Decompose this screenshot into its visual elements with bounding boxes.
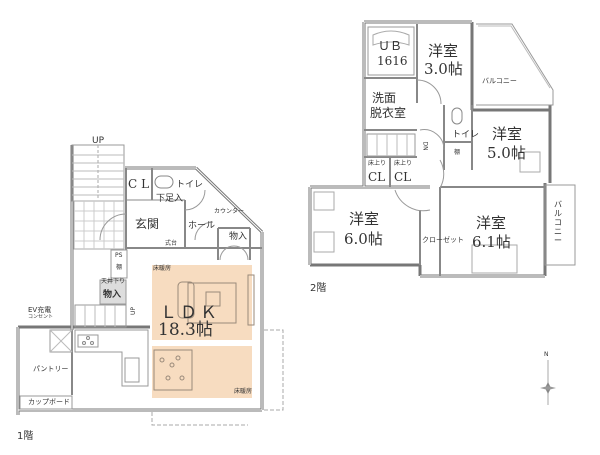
- ceiling-lower-label: 天井下り: [101, 278, 126, 285]
- washroom-label-2: 脱衣室: [370, 106, 407, 120]
- cl-label-2: CL: [394, 170, 412, 184]
- toilet-label-f2: トイレ: [452, 130, 480, 140]
- hall-label: ホール: [188, 221, 216, 231]
- cupboard-label: カップボード: [28, 398, 70, 406]
- cl-label-1: CL: [368, 170, 386, 184]
- shelf-label-f1: 棚: [116, 264, 123, 271]
- ldk-name: ＬＤＫ: [160, 303, 220, 323]
- unit-bath-label: ＵＢ: [378, 39, 403, 53]
- room-c-size: 6.0帖: [344, 230, 383, 248]
- shoe-storage-label: 下足入: [156, 194, 184, 204]
- toilet-label-f1: トイレ: [176, 180, 204, 190]
- balcony-side-label: バルコニー: [554, 200, 562, 245]
- room-a-size: 3.0帖: [424, 60, 463, 78]
- room-c-name: 洋室: [349, 210, 380, 228]
- balcony-top-label: バルコニー: [482, 77, 517, 85]
- washroom-label-1: 洗面: [372, 91, 397, 105]
- storage-under-stairs-label: 物入: [103, 290, 122, 300]
- stairs-up-label: UP: [92, 136, 105, 146]
- ev-charge-label: EV充電: [28, 306, 52, 314]
- closet-label: CL: [128, 177, 154, 191]
- ps-label: PS: [115, 252, 123, 259]
- raised-floor-label-1: 床上り: [368, 160, 387, 167]
- room-d-name: 洋室: [476, 214, 507, 232]
- unit-bath-size: 1616: [377, 54, 408, 68]
- compass-north-label: N: [544, 351, 549, 358]
- floor-heating-label-2: 床暖房: [234, 388, 253, 395]
- closet-label-f2: クローゼット: [422, 236, 464, 244]
- floor-heating-label-1: 床暖房: [153, 265, 172, 272]
- down-stairs-label: DN: [421, 141, 429, 151]
- ldk-size: 18.3帖: [158, 320, 213, 340]
- shikidai-label: 式台: [165, 240, 178, 247]
- floor-1-label: 1階: [17, 431, 34, 442]
- room-b-name: 洋室: [492, 125, 523, 143]
- stairs-up-label-2: UP: [130, 306, 138, 316]
- genkan-label: 玄関: [135, 217, 160, 231]
- storage-hall-label: 物入: [229, 232, 248, 242]
- outlet-label: コンセント: [28, 314, 54, 320]
- floor-2-label: 2階: [310, 283, 327, 294]
- counter-label: カウンター: [214, 208, 245, 215]
- raised-floor-label-2: 床上り: [394, 160, 413, 167]
- pantry-label: パントリー: [33, 365, 69, 373]
- room-b-size: 5.0帖: [487, 144, 526, 162]
- shelf-label-f2: 棚: [454, 149, 461, 156]
- room-a-name: 洋室: [428, 42, 459, 60]
- compass-north-icon: N: [528, 350, 568, 410]
- room-d-size: 6.1帖: [472, 233, 511, 251]
